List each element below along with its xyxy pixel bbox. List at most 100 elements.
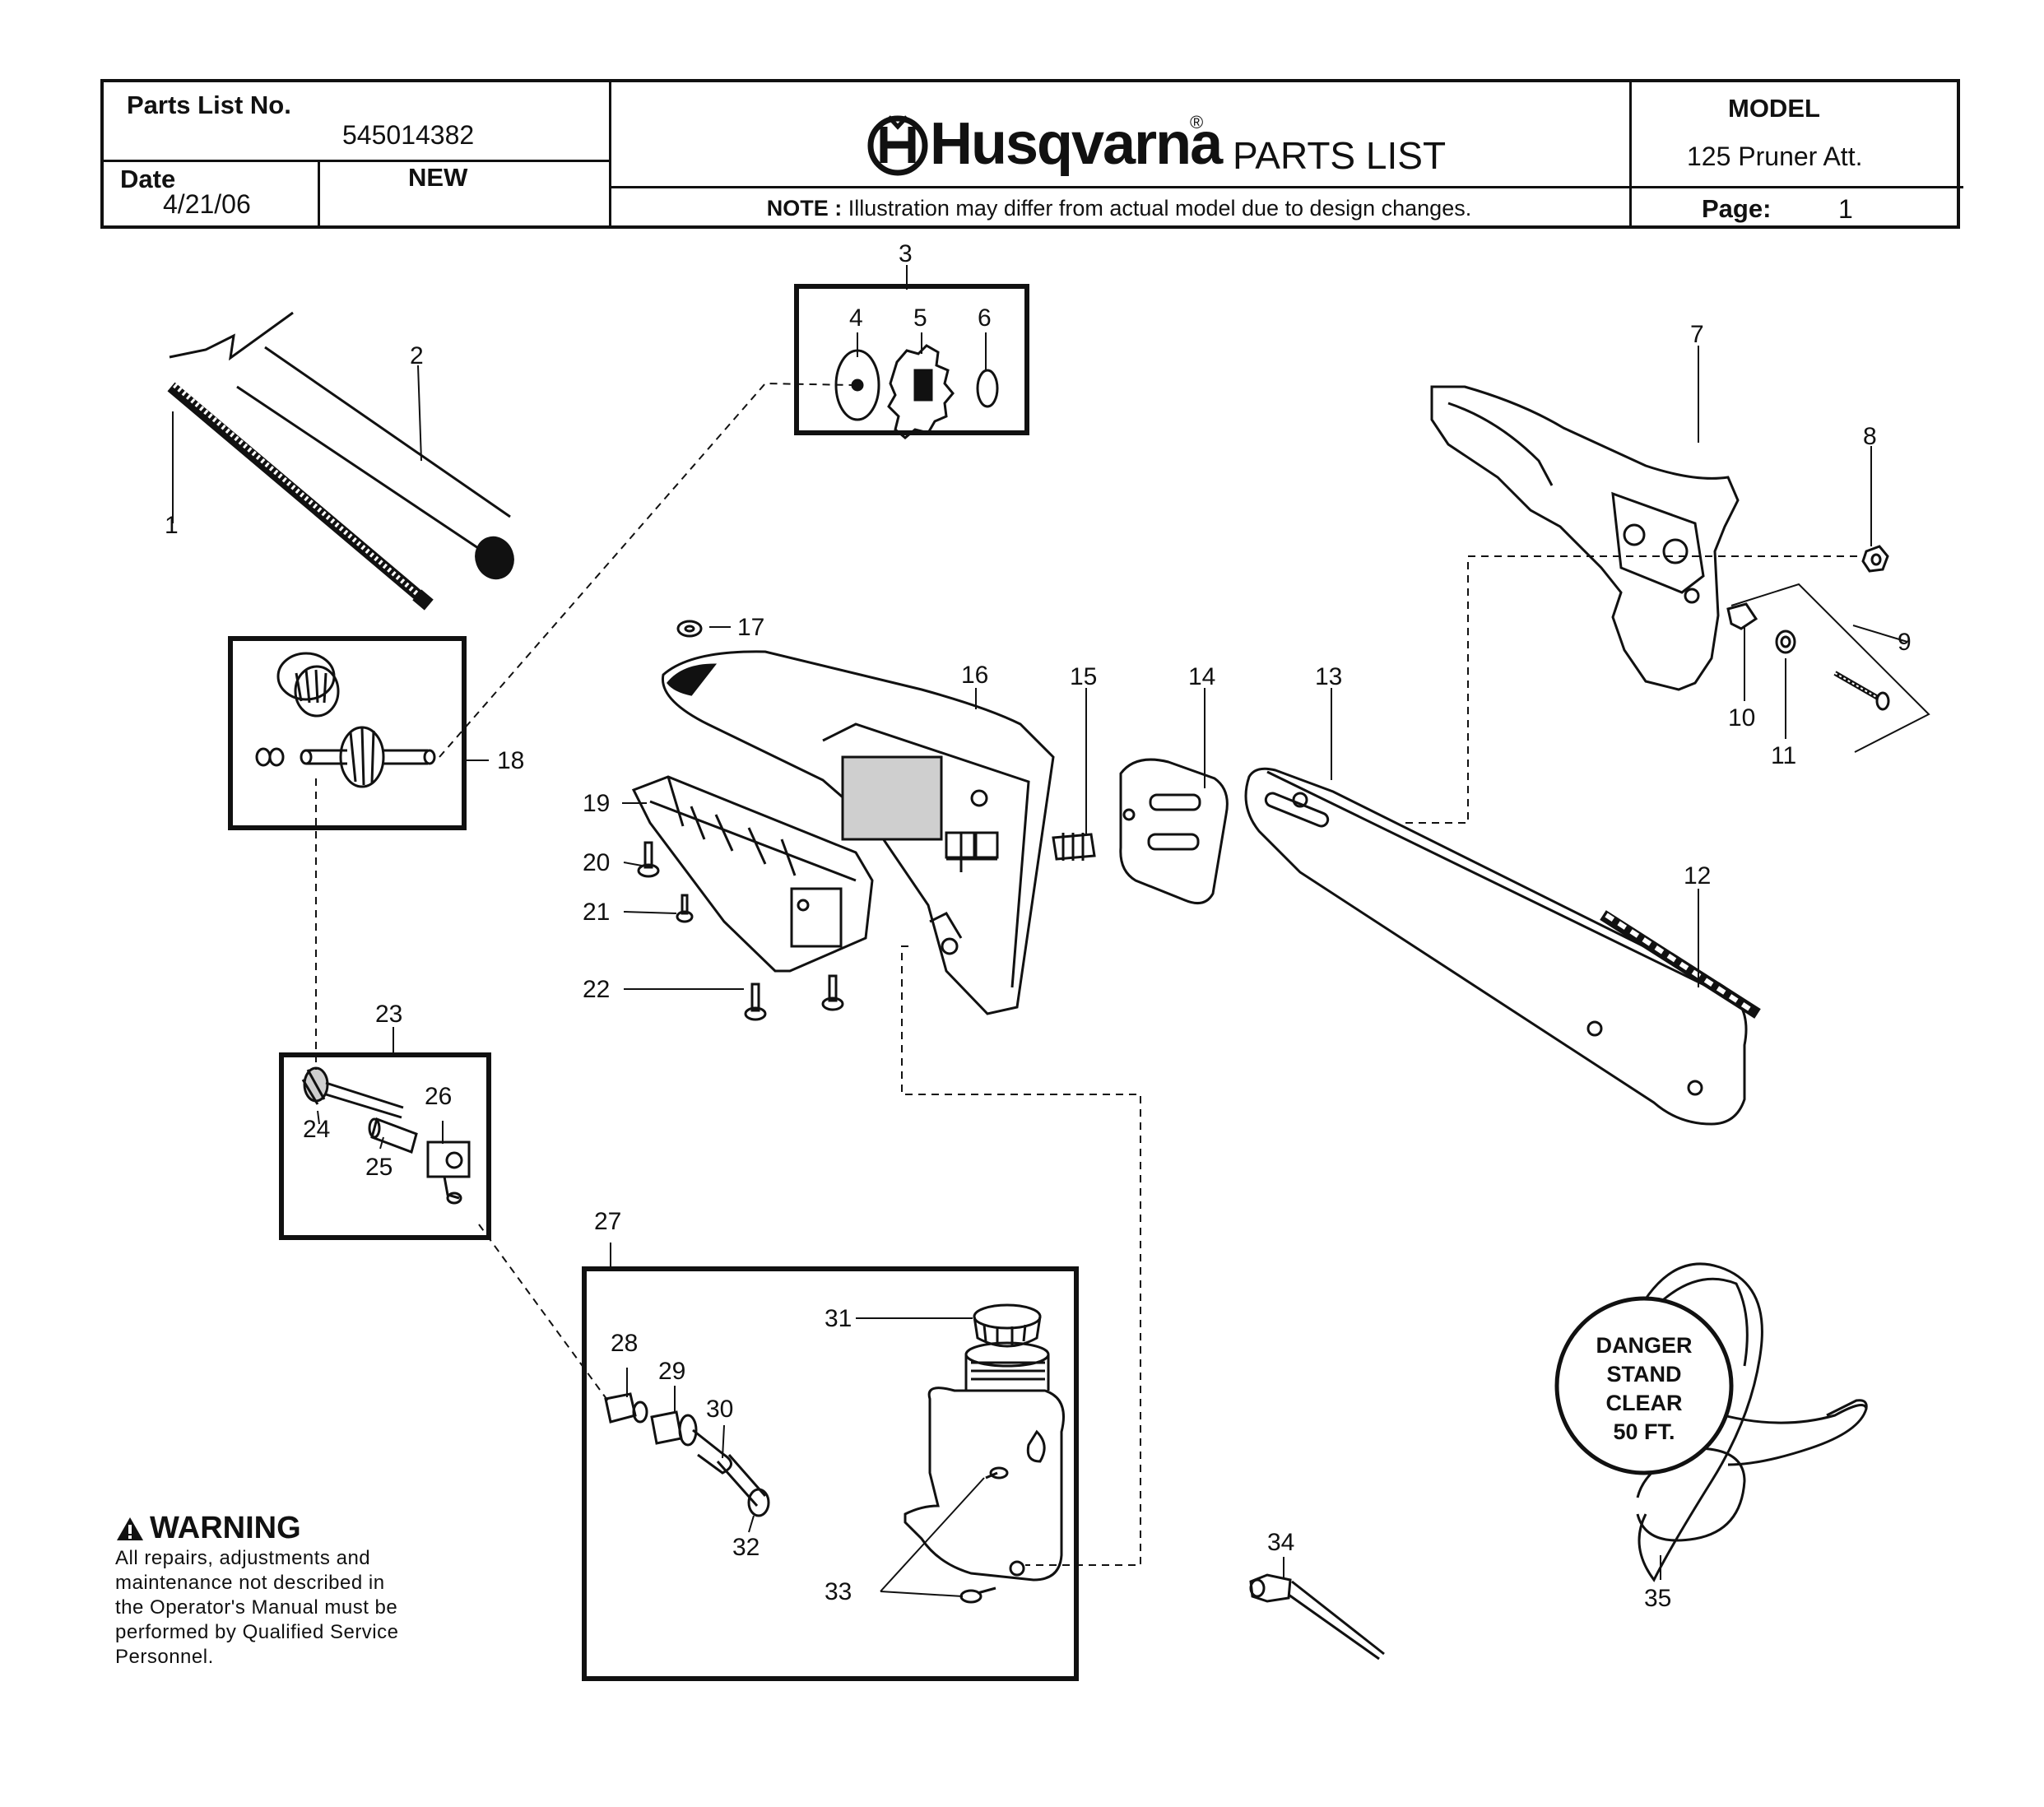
divider: [609, 186, 1963, 188]
note-label: NOTE :: [766, 196, 843, 221]
callout-32: 32: [732, 1534, 760, 1561]
callout-7: 7: [1690, 321, 1704, 348]
callout-16: 16: [961, 662, 988, 689]
page-number: 1: [1838, 194, 1853, 224]
status-label: NEW: [408, 163, 468, 192]
callout-18: 18: [497, 747, 524, 774]
callout-29: 29: [658, 1358, 685, 1385]
warning-triangle-icon: [117, 1517, 143, 1540]
brand-crown-icon: [867, 115, 928, 176]
callout-28: 28: [611, 1330, 638, 1357]
callout-11: 11: [1771, 742, 1796, 769]
date-label: Date: [120, 165, 176, 193]
oil-pump-box: [279, 1052, 491, 1240]
screw: [959, 1586, 996, 1604]
callout-25: 25: [365, 1154, 393, 1181]
callout-35: 35: [1644, 1585, 1671, 1612]
gear-set-box: [228, 636, 467, 830]
warning-body: All repairs, adjustments and maintenance…: [115, 1547, 399, 1668]
brand-logo: Husqvarna: [866, 110, 1223, 178]
callout-27: 27: [594, 1208, 621, 1235]
drive-sprocket: [887, 344, 955, 439]
bar-cover: [1430, 385, 1740, 691]
callout-2: 2: [410, 342, 424, 369]
gear-housing: [661, 650, 1055, 1015]
callout-34: 34: [1267, 1529, 1294, 1556]
callout-20: 20: [583, 849, 610, 876]
screw: [744, 982, 767, 1021]
screw: [637, 841, 660, 878]
saw-chain: [1600, 910, 1761, 1019]
divider: [609, 82, 611, 225]
gear-case: [631, 775, 874, 973]
pump-housing: [426, 1140, 471, 1205]
callout-21: 21: [583, 899, 610, 926]
adjuster-screw: [1833, 671, 1890, 711]
warning-title: WARNING: [115, 1511, 461, 1546]
combination-wrench: [1249, 1573, 1385, 1661]
callout-15: 15: [1070, 663, 1097, 690]
assembly-lines: [315, 382, 1861, 1566]
danger-tag-text: DANGER STAND CLEAR 50 FT.: [1596, 1333, 1692, 1444]
screw: [821, 974, 844, 1011]
page-label: Page:: [1702, 194, 1772, 223]
divider: [104, 160, 609, 162]
callout-9: 9: [1898, 629, 1912, 656]
danger-tag: [1554, 1296, 1734, 1475]
divider: [318, 160, 320, 225]
pinion-shaft: [255, 726, 436, 788]
model-value: 125 Pruner Att.: [1687, 142, 1863, 171]
callout-8: 8: [1863, 423, 1877, 450]
callout-30: 30: [706, 1396, 733, 1423]
callout-numbers: 1 2 3 4 5 6 7 8 9 10 11 12 13 14 15 16 1…: [165, 240, 1912, 1612]
callout-33: 33: [825, 1578, 852, 1605]
screw: [985, 1466, 1009, 1480]
callout-3: 3: [899, 240, 913, 267]
sprocket-kit-box: [794, 284, 1029, 435]
callout-22: 22: [583, 976, 610, 1003]
bar-stud: [1052, 833, 1096, 861]
callout-23: 23: [375, 1001, 402, 1028]
retaining-ring: [976, 369, 999, 408]
warning-title-text: WARNING: [150, 1511, 301, 1545]
parts-list-label: Parts List No.: [127, 91, 291, 119]
callout-13: 13: [1315, 663, 1342, 690]
screw: [676, 894, 694, 923]
oil-tank: [904, 1341, 1065, 1582]
bar-nut: [1861, 545, 1889, 573]
callout-14: 14: [1188, 663, 1215, 690]
document-title: PARTS LIST: [1233, 134, 1447, 177]
oil-fitting: [604, 1392, 648, 1424]
shaft-tube: [236, 346, 514, 580]
guide-bar: [1244, 767, 1748, 1126]
callout-4: 4: [849, 304, 863, 332]
tank-cap: [973, 1303, 1042, 1348]
oil-filter: [650, 1410, 698, 1447]
registered-mark: ®: [1190, 112, 1204, 132]
pump-sleeve: [368, 1117, 418, 1154]
drive-shaft: [167, 311, 434, 611]
callout-31: 31: [825, 1305, 852, 1332]
note-text: Illustration may differ from actual mode…: [848, 196, 1472, 221]
callout-10: 10: [1728, 704, 1755, 732]
leader-lines: [172, 265, 1908, 1597]
callout-26: 26: [425, 1083, 452, 1110]
danger-line-2: STAND: [1607, 1362, 1682, 1387]
tensioner: [1726, 602, 1758, 630]
callout-12: 12: [1684, 862, 1711, 890]
bevel-gear: [276, 652, 340, 718]
model-label: MODEL: [1728, 94, 1820, 123]
danger-line-3: CLEAR: [1606, 1391, 1683, 1415]
oil-hose: [692, 1428, 770, 1517]
oil-tank-box: [582, 1266, 1079, 1681]
tensioner-bracket: [1730, 583, 1930, 753]
pump-plunger: [301, 1066, 404, 1119]
divider: [1629, 82, 1632, 225]
warning-notice: WARNING All repairs, adjustments and mai…: [115, 1511, 461, 1670]
callout-5: 5: [913, 304, 927, 332]
title-block: Parts List No. 545014382 Date 4/21/06 NE…: [100, 79, 1963, 229]
danger-line-1: DANGER: [1596, 1333, 1692, 1358]
danger-line-4: 50 FT.: [1613, 1419, 1675, 1444]
parts-list-number: 545014382: [342, 120, 475, 150]
